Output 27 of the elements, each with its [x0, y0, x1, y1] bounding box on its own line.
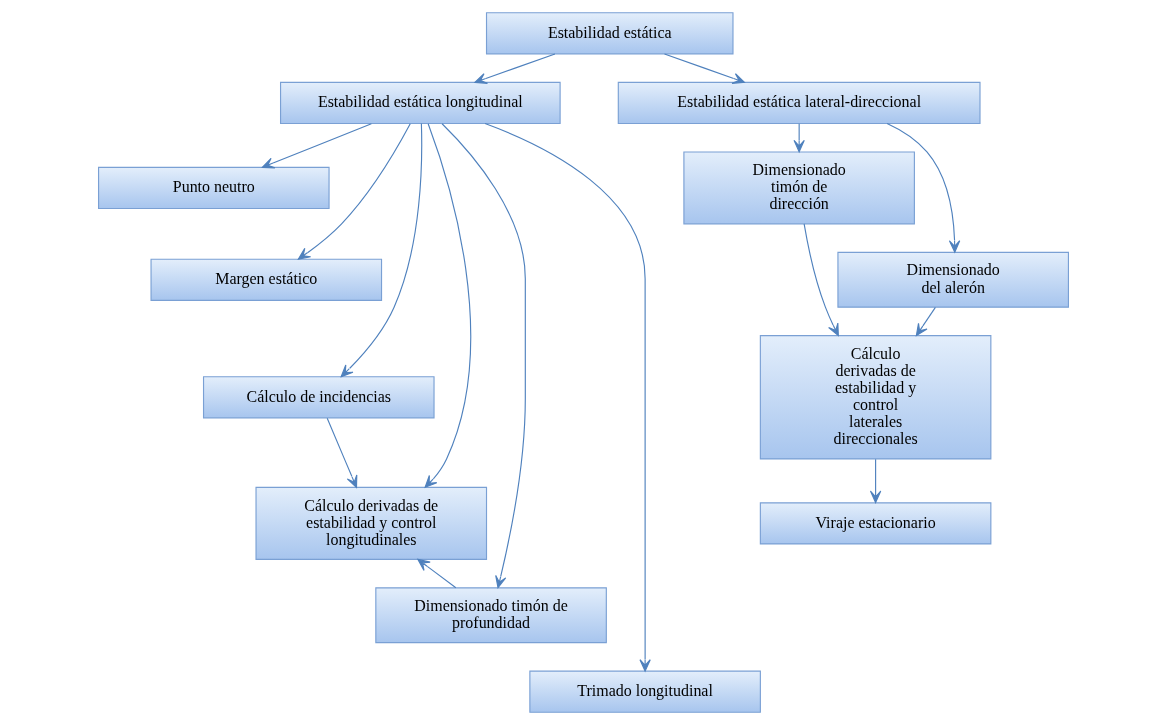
arrow: [886, 122, 961, 253]
node-box: Punto neutro: [98, 166, 330, 210]
node-box: Trimado longitudinal: [529, 670, 761, 713]
node-box: Estabilidad estática longitudinal: [280, 81, 561, 125]
arrow: [417, 558, 457, 589]
node-box: Dimensionado del alerón: [837, 251, 1069, 308]
arrow: [484, 122, 651, 672]
node-box: Viraje estacionario: [759, 502, 992, 545]
arrow: [424, 123, 472, 488]
arrow: [326, 417, 358, 488]
arrow: [261, 123, 372, 169]
node-box: Estabilidad estática lateral-direccional: [617, 81, 981, 125]
arrow: [663, 53, 746, 84]
arrow: [915, 306, 936, 337]
arrow: [441, 123, 526, 589]
arrow: [803, 223, 839, 337]
arrow: [474, 53, 556, 84]
node-box: Cálculo derivadas de estabilidad y control laterales direccionales: [759, 335, 992, 460]
node-box: Margen estático: [150, 258, 383, 301]
arrow: [340, 122, 423, 378]
node-box: Cálculo de incidencias: [202, 376, 435, 419]
arrow: [297, 123, 411, 260]
arrow: [869, 458, 882, 504]
node-box: Estabilidad estática: [485, 12, 734, 55]
node-box: Dimensionado timón de dirección: [683, 151, 915, 225]
node-box: Dimensionado timón de profundidad: [375, 587, 607, 644]
node-box: Cálculo derivadas de estabilidad y control longitudinales: [255, 486, 488, 560]
